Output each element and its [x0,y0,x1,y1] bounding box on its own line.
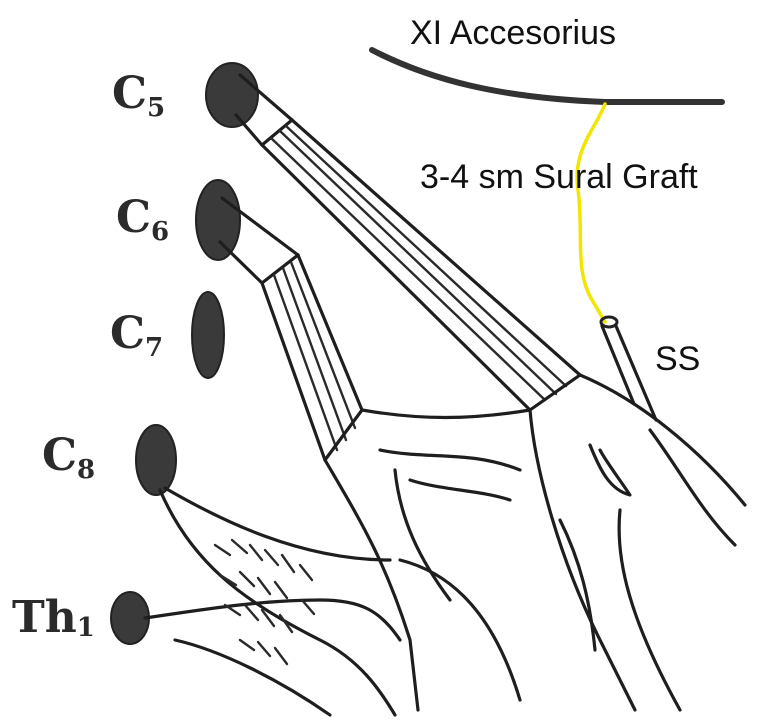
c6-root-stump [196,180,240,260]
c6-graft-bundle [220,198,362,460]
accessory-nerve-line [372,50,722,102]
distal-plexus-outline [145,375,745,715]
c8-label: C8 [42,430,95,485]
th1-root-stump [111,592,149,644]
ss-label: SS [655,340,700,378]
c6-label: C6 [116,192,169,247]
c5-graft-bundle [236,75,580,410]
suprascapular-nerve [601,317,656,420]
c7-root-stump [192,292,224,378]
c5-root-stump [206,63,258,127]
c8-root-stump [136,425,176,495]
c7-label: C7 [110,308,163,363]
c5-label: C5 [112,68,165,123]
th1-label: Th1 [12,592,95,643]
sural-graft-label: 3-4 sm Sural Graft [420,158,698,196]
accessory-nerve-label: XI Accesorius [410,14,616,52]
sural-graft-line [577,104,605,322]
